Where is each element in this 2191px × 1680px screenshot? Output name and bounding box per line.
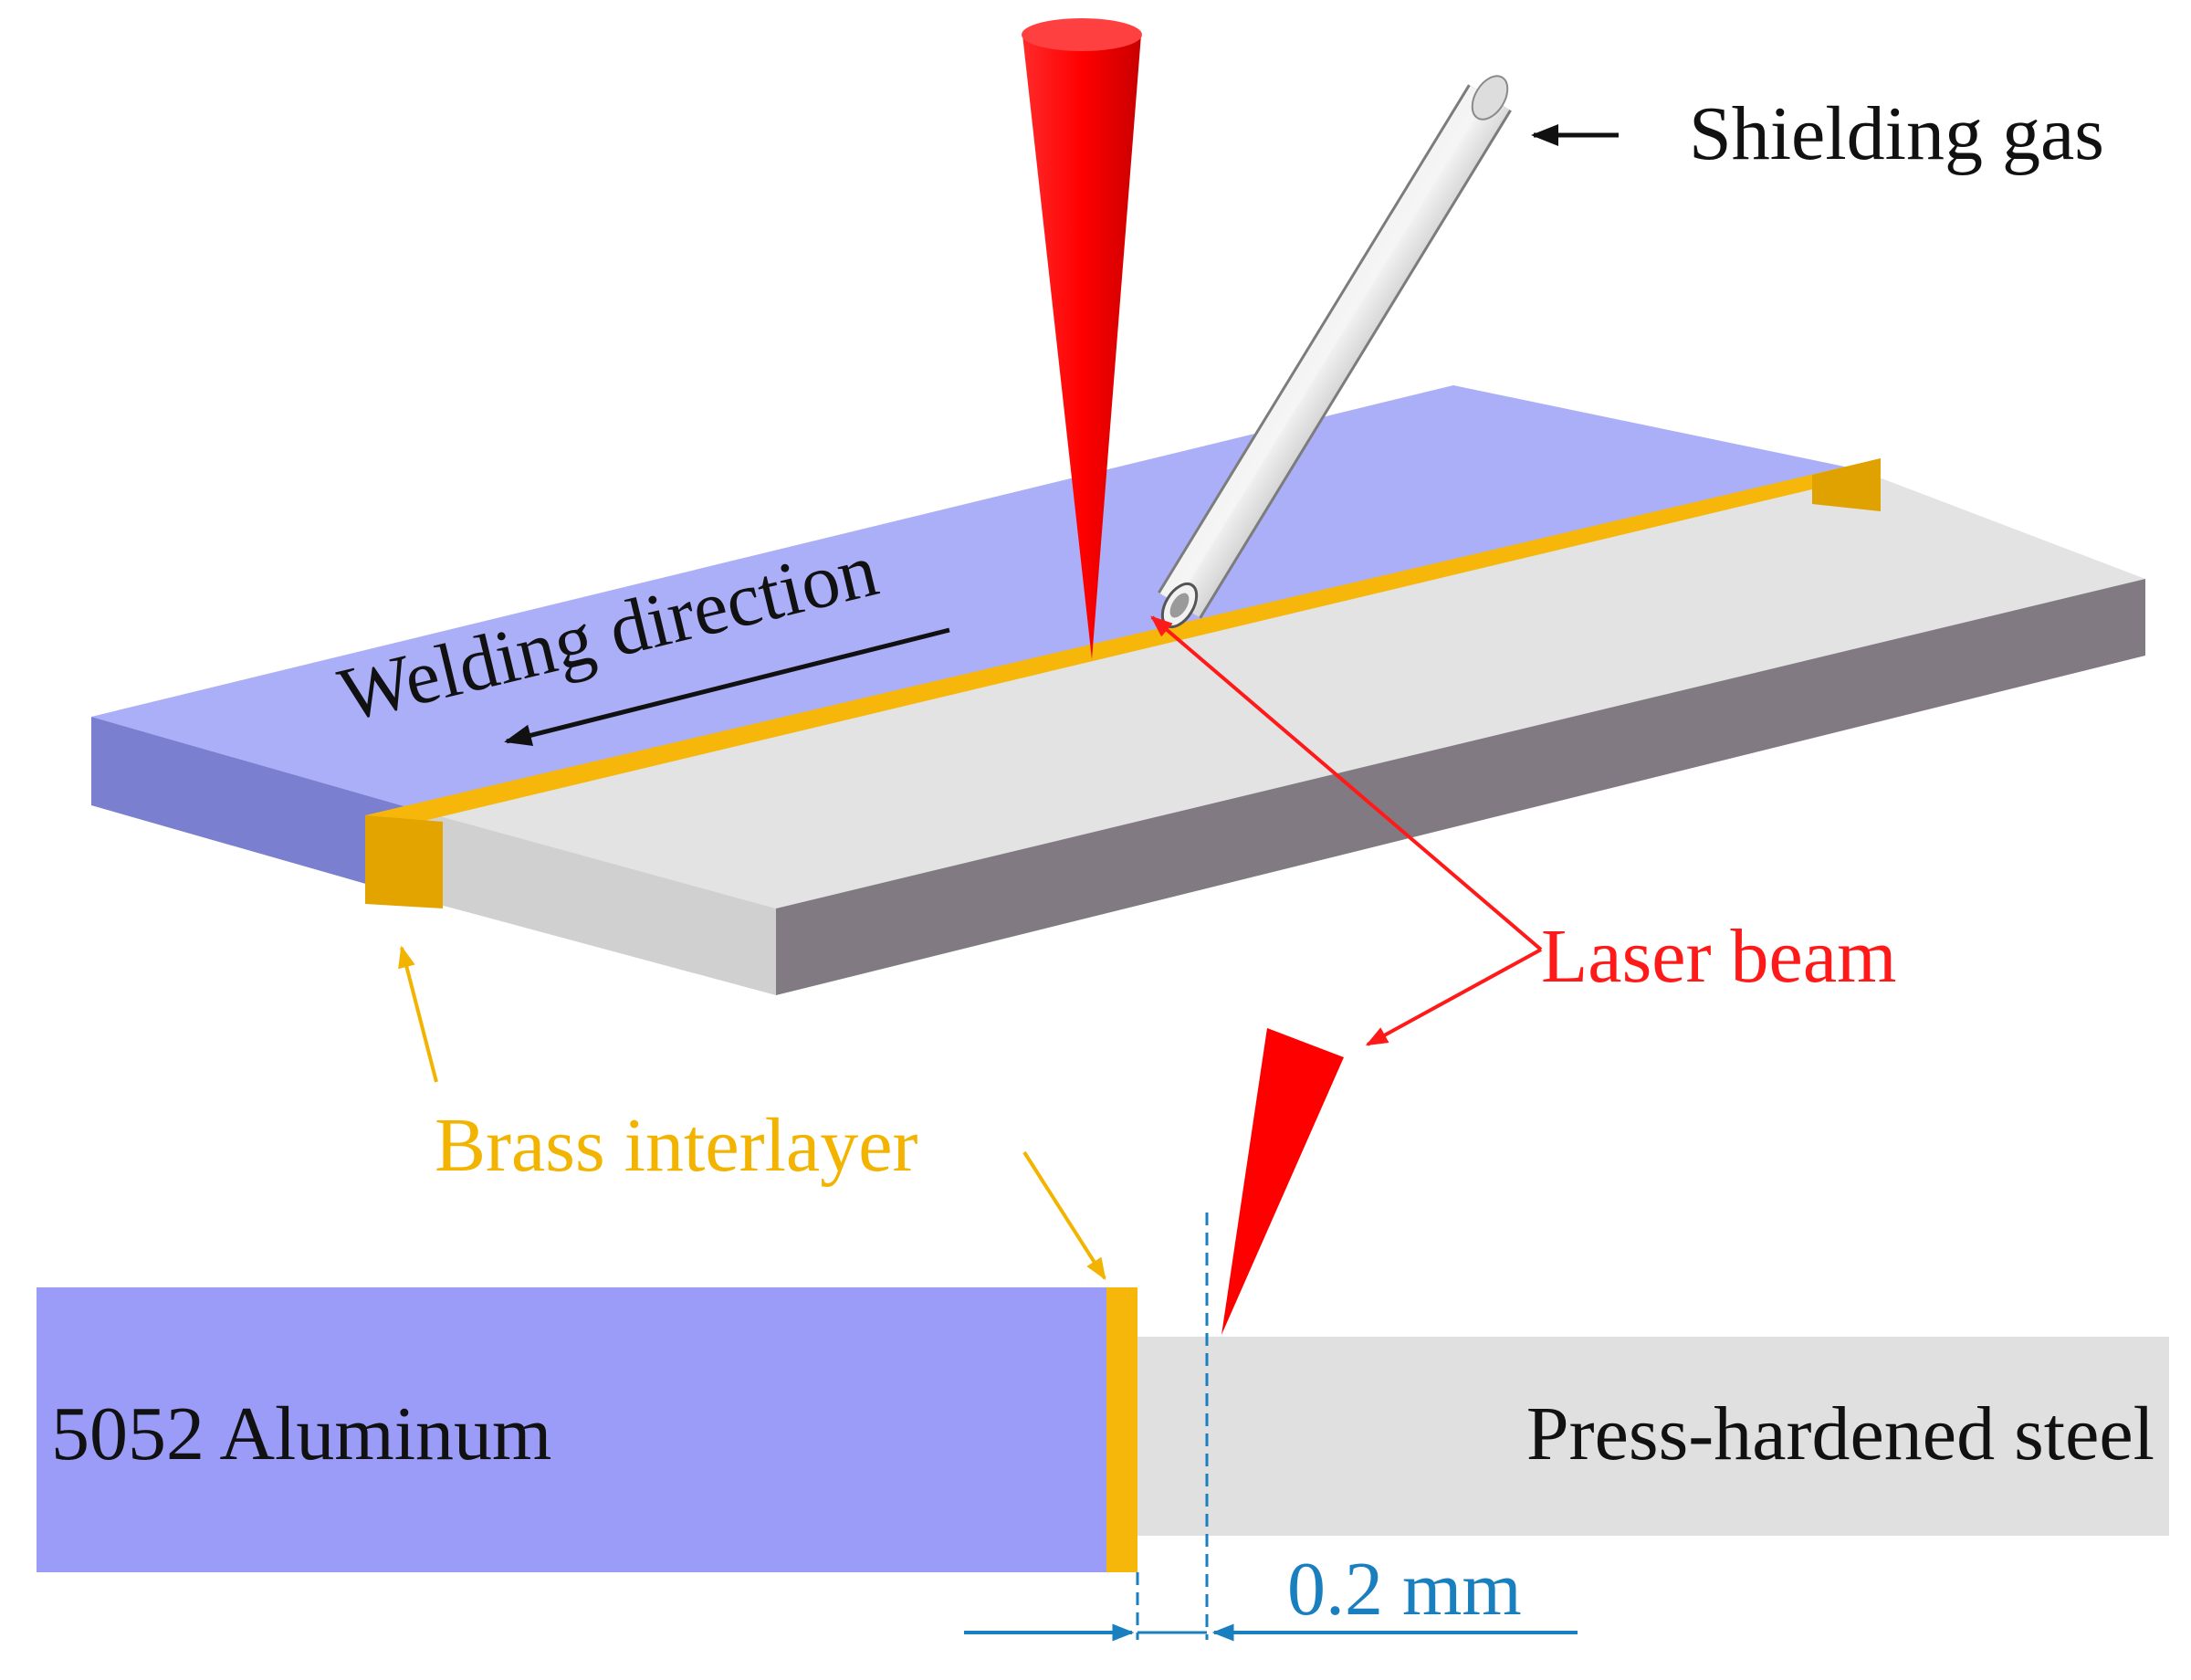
steel-label: Press-hardened steel	[1526, 1391, 2154, 1476]
isometric-view	[91, 18, 2145, 995]
aluminum-section	[37, 1287, 1106, 1572]
steel-plate-side	[776, 579, 2145, 995]
brass-interlayer-end-back	[1812, 458, 1881, 511]
cross-section-view	[37, 1028, 2169, 1642]
brass-section	[1106, 1287, 1137, 1572]
laser-beam-cone	[1022, 18, 1142, 659]
laser-leader-lower	[1365, 948, 1542, 1046]
aluminum-plate-front	[91, 717, 420, 899]
brass-interlayer-end-front	[365, 815, 443, 908]
brass-leader-lower	[1022, 1150, 1106, 1281]
laser-beam-section	[1221, 1028, 1344, 1335]
offset-dimension-label: 0.2 mm	[1287, 1547, 1522, 1632]
shielding-gas-label: Shielding gas	[1689, 91, 2104, 176]
welding-direction-arrow	[504, 627, 950, 747]
laser-leader-upper	[1150, 615, 1543, 951]
brass-interlayer-label: Brass interlayer	[435, 1103, 917, 1188]
steel-plate-top	[420, 469, 2145, 908]
aluminum-label: 5052 Aluminum	[51, 1391, 551, 1476]
steel-section	[1137, 1337, 2169, 1536]
shielding-gas-nozzle	[1158, 75, 1512, 629]
aluminum-plate-top	[91, 385, 1858, 811]
brass-leader-upper	[398, 945, 438, 1083]
leader-arrows	[398, 124, 1619, 1281]
brass-interlayer-3d	[365, 458, 1881, 822]
laser-beam-label: Laser beam	[1541, 914, 1896, 999]
steel-plate-front	[420, 811, 776, 995]
